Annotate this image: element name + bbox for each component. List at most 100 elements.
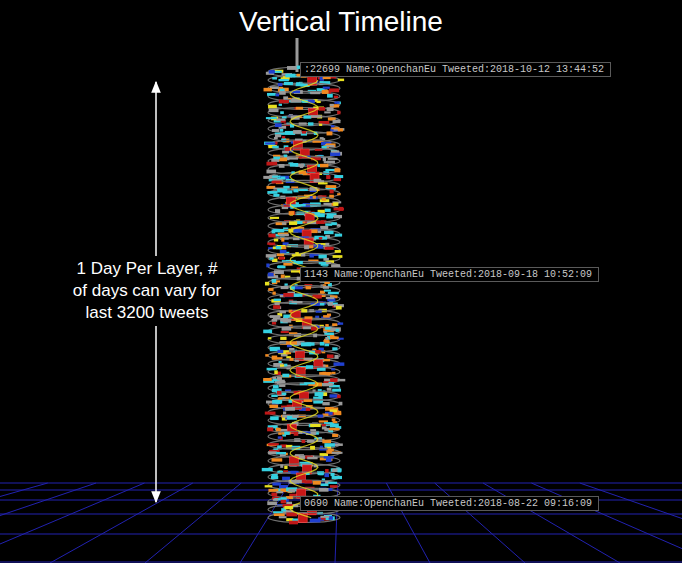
tweet-mark [271, 476, 278, 479]
tweet-mark [278, 436, 282, 438]
tweet-mark [332, 434, 338, 437]
tweet-mark [268, 234, 275, 238]
day-layer [268, 302, 340, 312]
grid-line [50, 483, 193, 563]
tweet-mark [318, 107, 325, 111]
tweet-mark [293, 130, 301, 134]
tweet-mark [268, 443, 279, 445]
tweet-mark [324, 231, 334, 234]
tweet-mark [271, 395, 277, 398]
tweet-mark [280, 364, 287, 366]
tweet-mark [324, 331, 328, 333]
tweet-mark [279, 384, 285, 386]
grid-line [0, 514, 682, 515]
tweet-mark [326, 458, 332, 462]
grid-line [0, 483, 96, 563]
day-layer [268, 513, 340, 523]
tweet-mark [338, 79, 344, 81]
tweet-mark [337, 193, 340, 195]
tweet-mark [274, 270, 284, 274]
day-layer [268, 164, 340, 174]
thread-spiral [290, 80, 318, 518]
tweet-mark [301, 309, 307, 312]
tweet-mark [330, 485, 338, 487]
tweet-mark [304, 399, 312, 402]
tweet-mark [333, 120, 341, 123]
tweet-mark [267, 427, 273, 431]
tweet-mark [330, 378, 337, 382]
tweet-mark [275, 94, 279, 97]
tweet-mark [294, 432, 299, 436]
tweet-mark [327, 354, 334, 358]
tweet-mark [266, 170, 276, 174]
tweet-mark [334, 96, 338, 98]
tweet-mark [265, 282, 269, 286]
tweet-mark [287, 66, 297, 70]
tweet-mark [310, 92, 320, 94]
tweet-mark [266, 162, 277, 166]
tweet-mark [272, 146, 278, 149]
tweet-mark [313, 334, 317, 338]
tweet-mark [277, 253, 284, 256]
tweet-mark [316, 101, 320, 103]
tweet-mark [277, 189, 287, 193]
tweet-mark [269, 108, 279, 112]
tweet-mark [318, 182, 328, 184]
day-layer [268, 156, 340, 166]
tweet-mark [319, 488, 328, 492]
tweet-mark [279, 104, 282, 106]
tweet-mark [296, 82, 300, 84]
tweet-mark [317, 231, 321, 233]
tweet-mark [318, 472, 324, 475]
tweet-mark [320, 137, 324, 139]
tweet-mark [332, 372, 336, 374]
tweet-mark [289, 358, 293, 361]
tweet-mark [322, 427, 327, 430]
tweet-mark [278, 265, 286, 268]
tweet-mark [272, 322, 276, 325]
tweet-mark [275, 134, 281, 137]
tweet-mark [267, 368, 277, 371]
tweet-mark [278, 79, 288, 81]
tweet-mark [318, 414, 324, 417]
tweet-mark [281, 331, 289, 333]
tweet-mark [308, 122, 313, 125]
tweet-mark [327, 131, 333, 135]
tweet-mark [339, 207, 343, 211]
tweet-mark [266, 254, 277, 257]
tweet-mark [277, 391, 282, 395]
tweet-mark [284, 364, 287, 367]
tweet-mark [326, 185, 337, 188]
tweet-mark [320, 516, 329, 518]
tweet-mark [326, 143, 335, 147]
tweet-mark [326, 297, 334, 299]
tweet-mark [276, 428, 281, 431]
tweet-tag: 0690 Name:OpenchanEu Tweeted:2018-08-22 … [300, 496, 599, 511]
tweet-mark [322, 372, 326, 375]
tweet-mark [263, 378, 272, 381]
tweet-mark [332, 389, 341, 392]
day-layer [268, 229, 340, 239]
tweet-mark [282, 151, 289, 154]
tweet-mark [320, 226, 328, 230]
tweet-mark [336, 306, 342, 310]
grid-line [0, 490, 682, 491]
tweet-mark [278, 257, 285, 259]
tweet-mark [328, 292, 339, 294]
title: Vertical Timeline [0, 6, 682, 38]
tweet-mark [326, 262, 331, 264]
tweet-mark [334, 215, 342, 218]
tweet-mark [322, 440, 331, 444]
tweet-mark [269, 242, 275, 245]
tweet-mark [293, 294, 302, 297]
tweet-mark [332, 323, 337, 326]
tweet-mark [265, 412, 276, 415]
tweet-mark [281, 286, 289, 289]
tweet-mark [274, 370, 278, 374]
tweet-mark [319, 473, 323, 475]
tweet-mark [333, 255, 343, 258]
tweet-mark [288, 489, 295, 492]
tweet-mark [326, 216, 333, 218]
tweet-mark [330, 336, 339, 339]
tweet-mark [324, 290, 331, 292]
